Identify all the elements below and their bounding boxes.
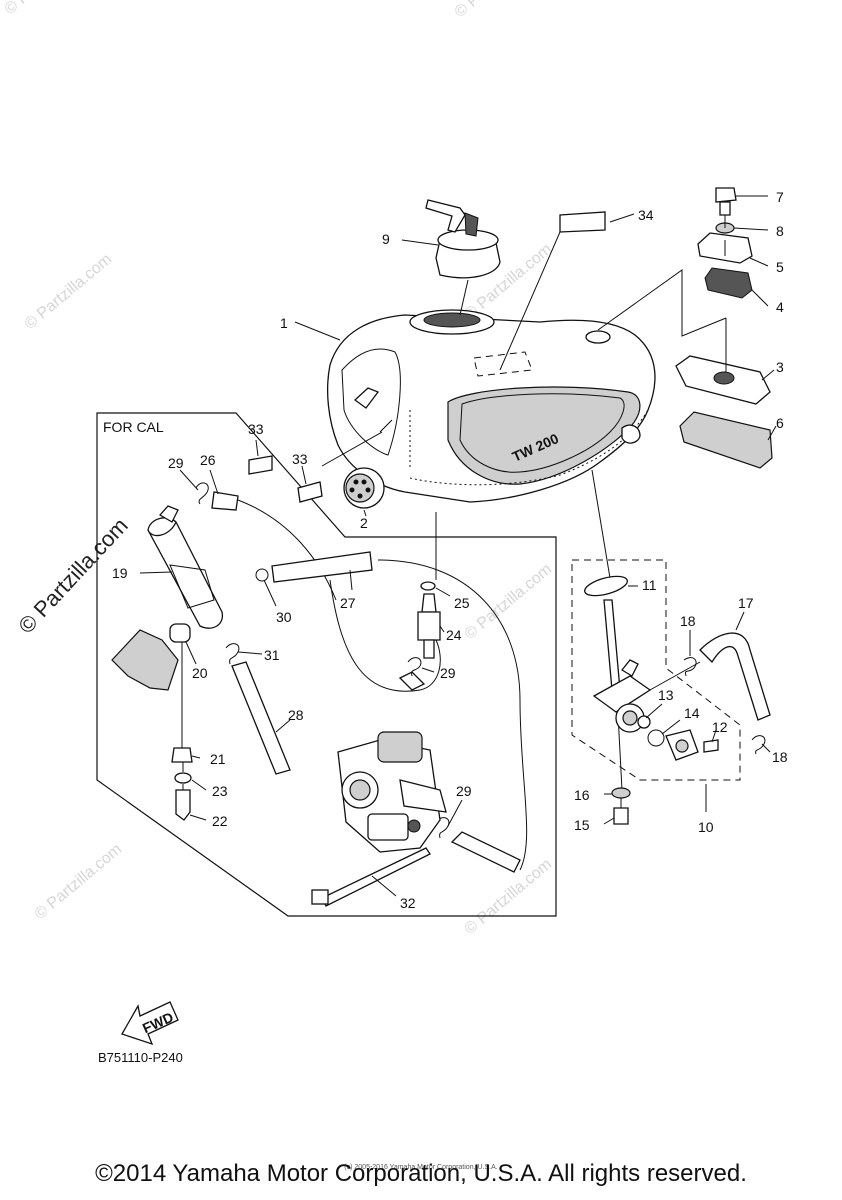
callout-29-mid: 29 [440, 665, 456, 681]
callout-11: 11 [642, 577, 657, 593]
cable-tie-head [311, 889, 329, 905]
clip-29-top [195, 482, 209, 505]
o-ring-14 [647, 729, 665, 747]
o-ring-25 [420, 581, 436, 591]
callout-20: 20 [192, 665, 208, 681]
callout-9: 9 [382, 231, 390, 247]
rubber-damper [343, 467, 385, 509]
watermark-1: © Partzilla.com [22, 251, 116, 333]
callout-33-lower: 33 [292, 451, 308, 467]
callout-10: 10 [698, 819, 714, 835]
clip-29-mid [407, 657, 422, 677]
callout-8: 8 [776, 223, 784, 239]
hose-end [398, 671, 426, 691]
callout-24: 24 [446, 627, 462, 643]
callout-13: 13 [658, 687, 674, 703]
mounting-hardware [675, 187, 773, 469]
callout-22: 22 [212, 813, 228, 829]
carburetor [337, 731, 447, 853]
watermark-4: © Partzilla.com [32, 841, 126, 923]
callout-19: 19 [112, 565, 128, 581]
callout-29-top: 29 [168, 455, 184, 471]
callout-5: 5 [776, 259, 784, 275]
collar-21 [171, 747, 193, 763]
for-cal-frame [96, 412, 557, 917]
callout-30: 30 [276, 609, 292, 625]
callout-17: 17 [738, 595, 754, 611]
hose-28 [231, 661, 291, 775]
bolt-22 [175, 789, 191, 821]
charcoal-canister [147, 505, 224, 629]
fuel-joint [417, 593, 441, 659]
fwd-arrow: FWD [121, 1001, 179, 1046]
clip-31 [225, 643, 240, 665]
watermark-6: © Partzilla.com [452, 0, 546, 21]
callout-32: 32 [400, 895, 416, 911]
callout-26: 26 [200, 452, 216, 468]
watermark-3: © Partzilla.com [462, 561, 556, 643]
lever-plate [665, 729, 699, 761]
screw-12 [703, 739, 719, 753]
callout-33-upper: 33 [248, 421, 264, 437]
hose-27 [271, 551, 373, 583]
callout-numbers: 1 2 3 4 5 6 7 8 9 10 11 12 13 14 15 16 1… [112, 189, 788, 911]
fuel-hose-17 [699, 632, 771, 721]
callout-15: 15 [574, 817, 590, 833]
callout-28: 28 [288, 707, 304, 723]
leader-lines [139, 195, 777, 897]
callout-34: 34 [638, 207, 654, 223]
callout-7: 7 [776, 189, 784, 205]
tiny-notice: (c) 2005-2016 Yamaha Motor Corporation, … [344, 1164, 498, 1171]
callout-14: 14 [684, 705, 700, 721]
washer-23 [174, 772, 192, 784]
copyright-notice: ©2014 Yamaha Motor Corporation, U.S.A. A… [95, 1160, 747, 1187]
clip-30 [255, 568, 269, 582]
callout-12: 12 [712, 719, 728, 735]
callout-25: 25 [454, 595, 470, 611]
petcock-assembly-box [571, 559, 741, 781]
callout-6: 6 [776, 415, 784, 431]
rubber-grommet [169, 623, 191, 643]
hose-26 [211, 491, 239, 511]
callout-29-low: 29 [456, 783, 472, 799]
callout-18-upper: 18 [680, 613, 696, 629]
callout-1: 1 [280, 315, 288, 331]
clip-18-upper [683, 657, 697, 677]
warning-label-sticker [559, 211, 606, 233]
callout-31: 31 [264, 647, 280, 663]
pad-upper [248, 455, 273, 475]
fuel-cap [425, 199, 501, 279]
drain-bolt-15 [613, 807, 629, 825]
diagram-code: B751110-P240 [98, 1050, 183, 1065]
watermark-7: © Partzilla.com [2, 0, 96, 18]
for-cal-label: FOR CAL [103, 419, 164, 435]
pad-lower [297, 481, 323, 503]
washer-16 [611, 787, 631, 799]
callout-16: 16 [574, 787, 590, 803]
callout-4: 4 [776, 299, 784, 315]
callout-27: 27 [340, 595, 356, 611]
clip-18-right [751, 735, 766, 755]
callout-2: 2 [360, 515, 368, 531]
callout-21: 21 [210, 751, 226, 767]
canister-bracket [111, 629, 179, 691]
callout-3: 3 [776, 359, 784, 375]
callout-18-right: 18 [772, 749, 788, 765]
hose-lower [450, 831, 521, 873]
washer-13 [637, 715, 651, 729]
gasket-11 [583, 575, 629, 597]
fuel-tank: TW 200 [326, 309, 656, 503]
fuel-petcock [592, 599, 652, 733]
callout-23: 23 [212, 783, 228, 799]
